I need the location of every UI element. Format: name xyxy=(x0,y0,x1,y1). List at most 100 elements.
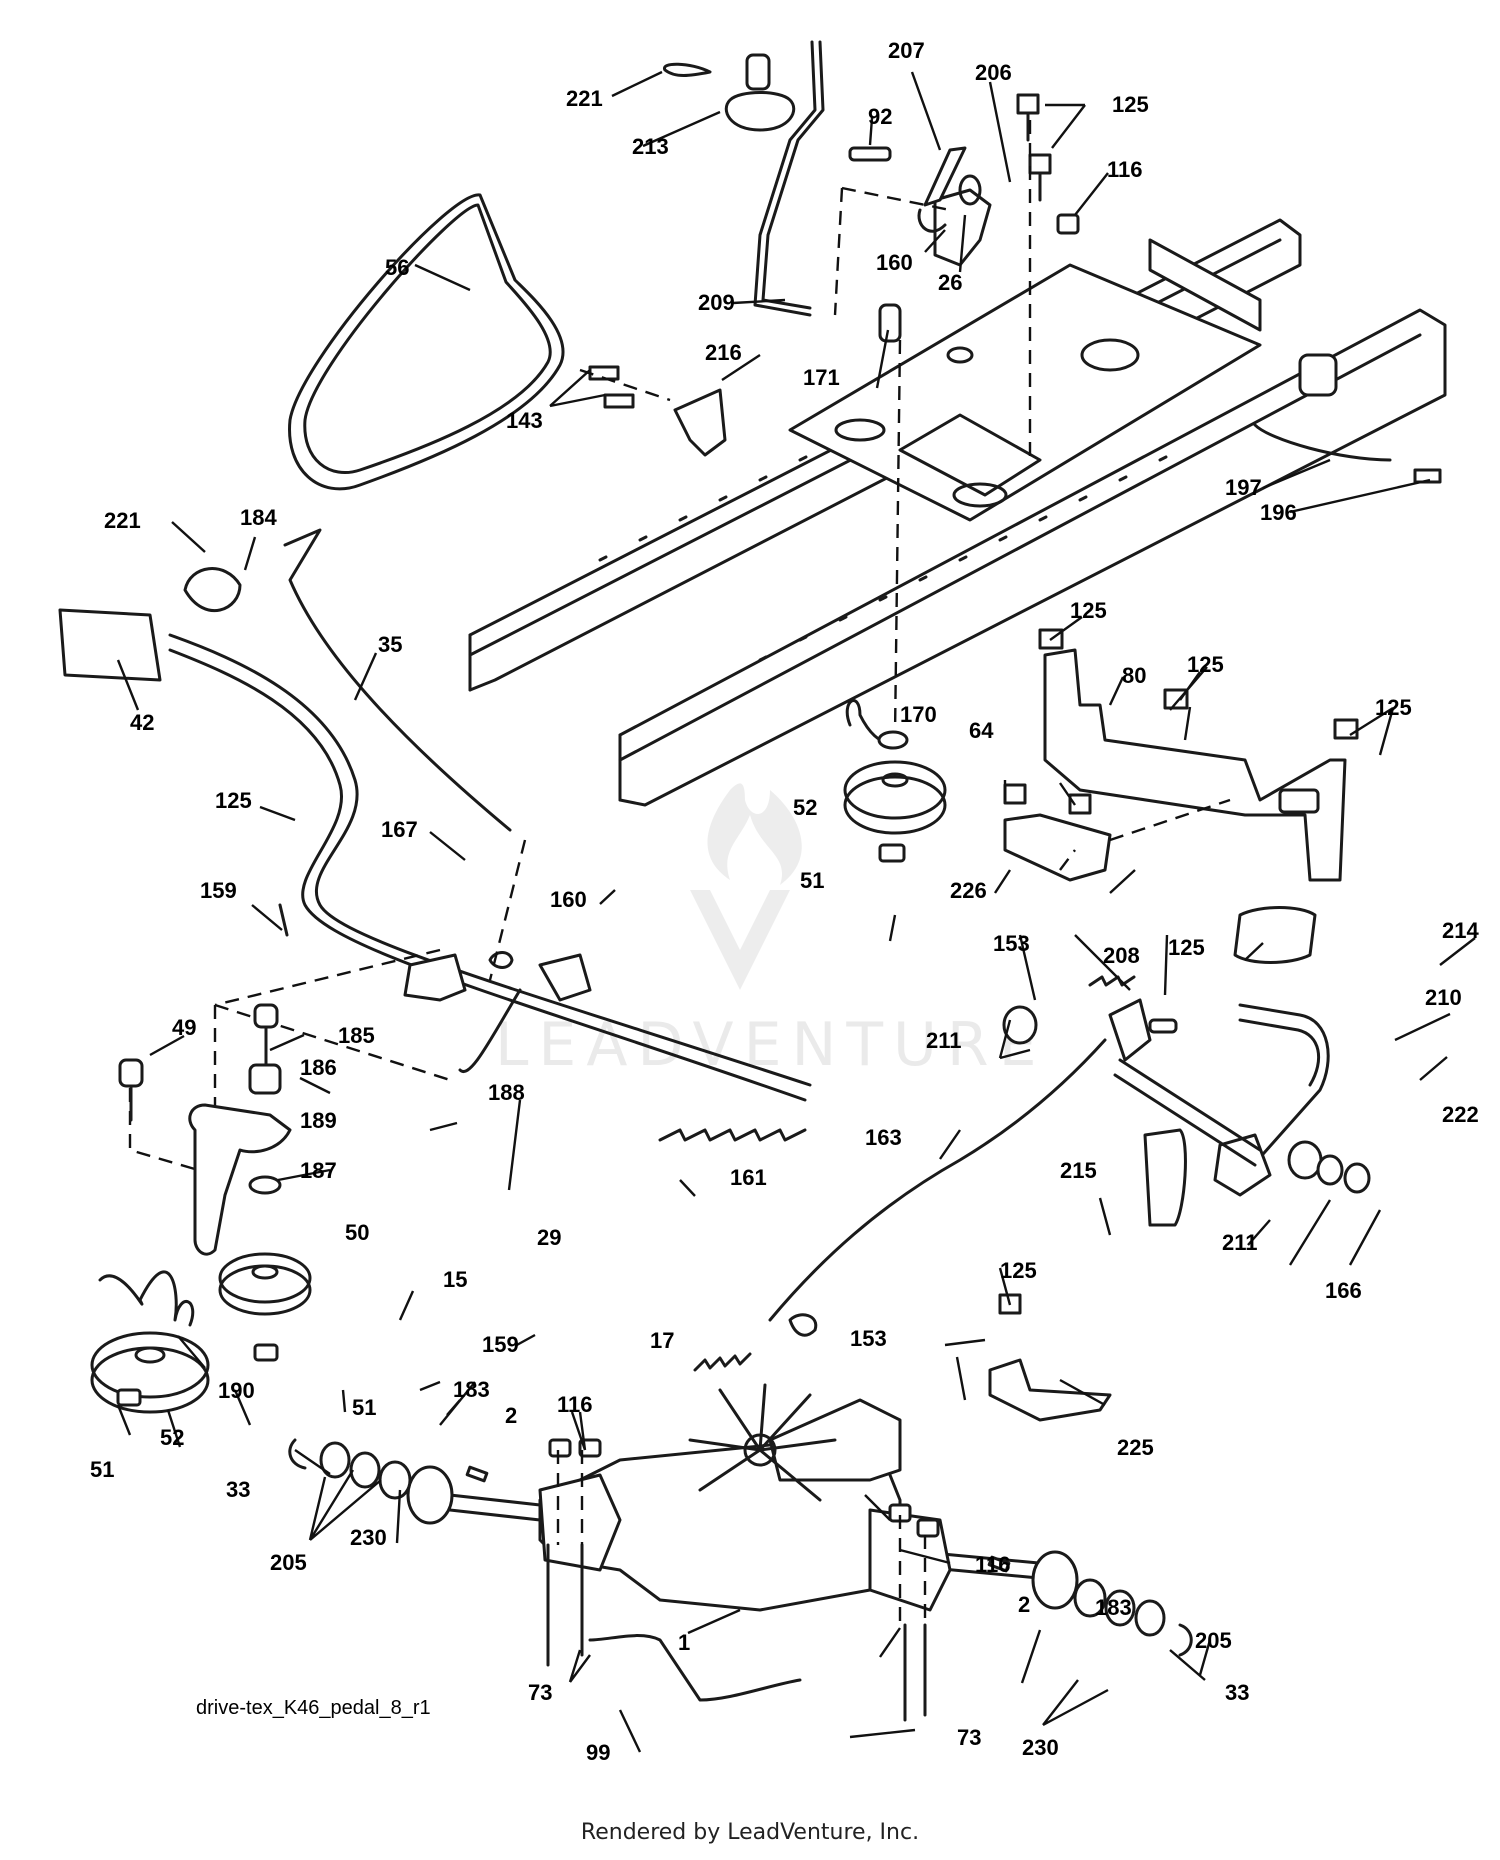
callout-label: 230 xyxy=(1022,1735,1059,1760)
hairpin-clip xyxy=(788,1313,818,1337)
hex-nut xyxy=(116,1388,142,1407)
leader-lines xyxy=(116,70,1476,1753)
lift-handle xyxy=(168,633,812,1087)
brake-pedal-assembly xyxy=(693,906,1371,1422)
hex-nut xyxy=(548,1438,572,1458)
callout-label: 189 xyxy=(300,1108,337,1133)
callout-label: 2 xyxy=(1018,1592,1030,1617)
frame-bumper-pad xyxy=(1298,353,1338,397)
v-pulley-hub xyxy=(881,772,909,788)
callout-label: 171 xyxy=(803,365,840,390)
callout-label: 225 xyxy=(1117,1435,1154,1460)
pedal-pad-cover xyxy=(1143,1128,1187,1227)
callout-label: 116 xyxy=(1107,157,1143,182)
callout-label: 226 xyxy=(950,878,987,903)
pedal-plate xyxy=(1213,1133,1272,1197)
cross-shaft-bottom xyxy=(1113,1073,1257,1167)
lever-plate xyxy=(538,953,592,1002)
washer xyxy=(349,1451,381,1489)
frame-slot xyxy=(952,482,1008,508)
callout-label: 160 xyxy=(876,250,913,275)
callout-label: 160 xyxy=(550,887,587,912)
brake-spring xyxy=(1088,975,1136,987)
belt-outer xyxy=(288,193,565,491)
callout-label: 35 xyxy=(378,632,402,657)
handle-grip xyxy=(58,608,162,682)
drive-belt xyxy=(288,193,565,491)
brake-switch-bracket xyxy=(988,1358,1112,1422)
shift-knob-insert xyxy=(745,53,771,91)
flat-idler-pulley-groove xyxy=(90,1331,210,1399)
hex-bolt xyxy=(1068,793,1092,815)
callout-label: 170 xyxy=(900,702,937,727)
callout-label: 17 xyxy=(650,1328,674,1353)
rear-brace-bolt xyxy=(1413,468,1442,484)
belt-guide-bracket xyxy=(673,388,727,457)
callout-label: 185 xyxy=(338,1023,375,1048)
leadventure-flame-logo xyxy=(707,783,802,885)
v-pulley xyxy=(843,775,947,835)
callout-label: 211 xyxy=(1222,1230,1258,1255)
frame-rear-bracket xyxy=(1148,238,1262,332)
shift-pin xyxy=(848,146,892,162)
pedal-arm-shadow xyxy=(1238,1018,1320,1087)
belt-inner xyxy=(303,203,552,475)
shift-knob xyxy=(724,91,796,132)
frame-holes-row xyxy=(598,455,1168,662)
washer xyxy=(378,1460,412,1500)
callout-label: 33 xyxy=(226,1477,250,1502)
left-axle xyxy=(448,1493,542,1522)
callout-label: 211 xyxy=(926,1028,962,1053)
cotter-clip xyxy=(917,208,947,233)
callout-label: 208 xyxy=(1103,943,1140,968)
callout-label: 205 xyxy=(1195,1628,1232,1653)
callout-label: 166 xyxy=(1325,1278,1362,1303)
fan-blades xyxy=(688,1383,837,1502)
callout-label: 161 xyxy=(730,1165,767,1190)
callout-label: 163 xyxy=(865,1125,902,1150)
callout-label: 52 xyxy=(793,795,817,820)
callout-label: 230 xyxy=(350,1525,387,1550)
spring xyxy=(693,1352,752,1372)
hex-nut xyxy=(1056,213,1080,235)
cross-shaft xyxy=(1118,1058,1262,1152)
hex-bolt xyxy=(1163,688,1189,710)
brake-rod xyxy=(768,1038,1107,1322)
hex-bolt xyxy=(1016,93,1040,115)
washer xyxy=(248,1175,282,1195)
callout-label: 190 xyxy=(218,1378,255,1403)
callout-label: 214 xyxy=(1442,918,1479,943)
washer xyxy=(1073,1578,1107,1618)
frame-cutout xyxy=(898,413,1042,497)
callout-label: 205 xyxy=(270,1550,307,1575)
callout-label: 116 xyxy=(557,1392,593,1417)
spring xyxy=(658,1128,807,1142)
washer xyxy=(1343,1162,1371,1194)
callout-label: 73 xyxy=(957,1725,981,1750)
frame-assembly xyxy=(468,218,1447,807)
hairpin-clip xyxy=(278,903,289,937)
idler-rod xyxy=(458,988,522,1074)
shift-lever-bracket xyxy=(933,188,992,267)
rear-brace-rod xyxy=(1253,423,1392,462)
callout-label: 209 xyxy=(698,290,735,315)
flat-idler-pulley-hub xyxy=(134,1346,166,1364)
axle-bushing xyxy=(406,1465,454,1525)
lift-handle-shadow xyxy=(168,648,807,1102)
frame-deck-plate xyxy=(788,263,1262,522)
clevis-pin-washer xyxy=(488,951,514,969)
handle-bracket xyxy=(403,953,467,1002)
callout-label: 125 xyxy=(1112,92,1149,117)
mounting-bracket xyxy=(1043,648,1347,882)
callout-label: 216 xyxy=(705,340,742,365)
transaxle-assembly xyxy=(288,1383,1193,1722)
lift-rod xyxy=(283,528,512,832)
callout-label: 51 xyxy=(90,1457,114,1482)
callout-label: 153 xyxy=(850,1326,887,1351)
lift-handle-assembly xyxy=(58,528,812,1177)
callout-label: 153 xyxy=(993,931,1030,956)
washer xyxy=(1316,1154,1344,1186)
pedal-pad xyxy=(1233,906,1317,964)
assembly-line xyxy=(579,120,1032,736)
callout-label: 80 xyxy=(1122,663,1146,688)
